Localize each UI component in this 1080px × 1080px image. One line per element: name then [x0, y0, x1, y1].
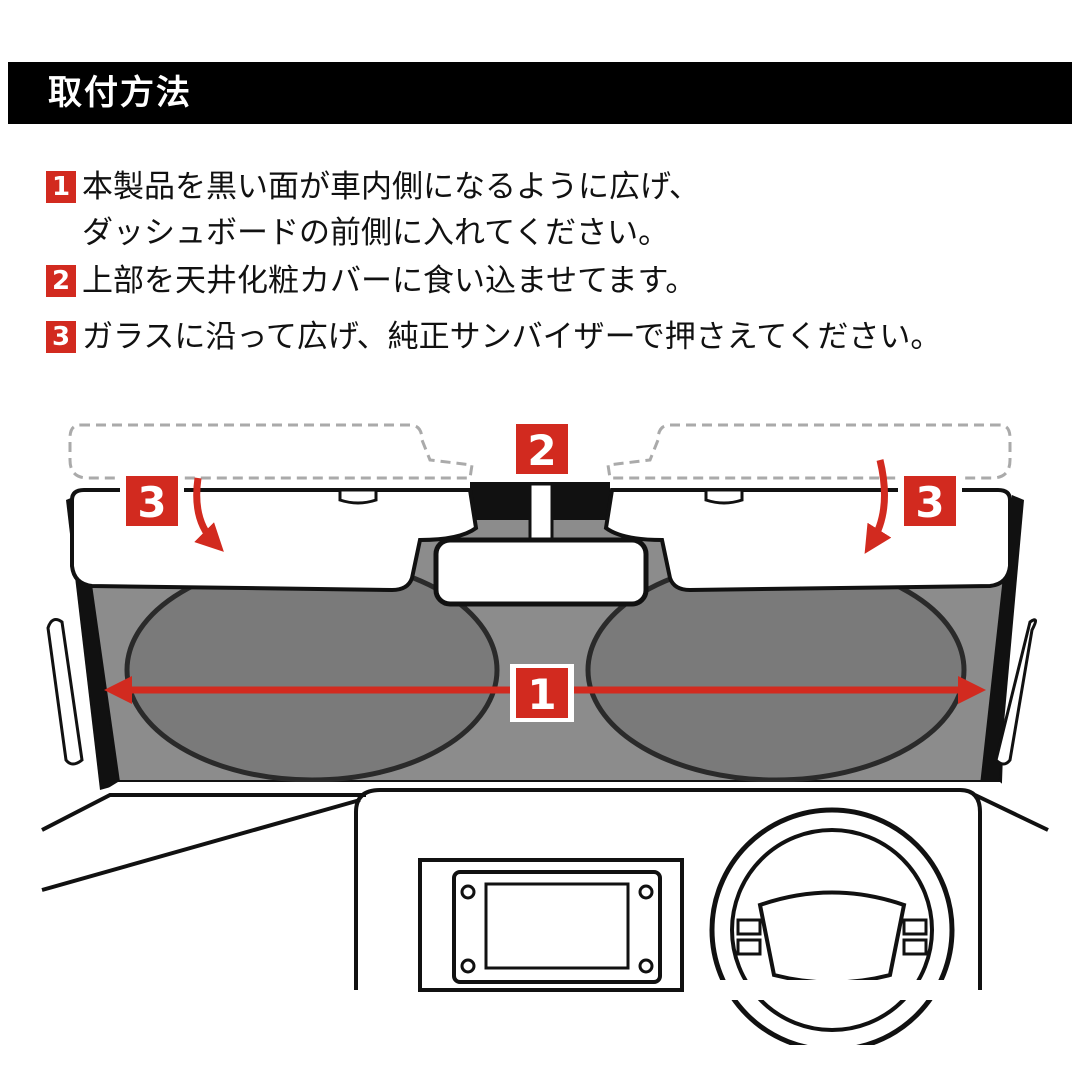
a-pillar-right: [980, 495, 1024, 790]
step-text-continued: ダッシュボードの前側に入れてください。: [82, 215, 670, 251]
badge-step-3-right: 3: [898, 474, 962, 530]
badge-step-2: 2: [516, 424, 568, 475]
console-knob: [460, 958, 476, 974]
step-text: 上部を天井化粧カバーに食い込ませてます。: [82, 263, 697, 299]
step-number-badge: 2: [46, 265, 76, 297]
step-3: 3 ガラスに沿って広げ、純正サンバイザーで押さえてください。: [46, 314, 1066, 360]
step-text: ガラスに沿って広げ、純正サンバイザーで押さえてください。: [82, 319, 942, 355]
visor-original-right: [606, 423, 1012, 480]
installation-diagram: 1 2 3 3: [40, 423, 1055, 1045]
badge-step-3-left: 3: [120, 474, 184, 530]
rearview-mirror-stem: [528, 482, 554, 542]
infotainment-display: [484, 882, 630, 970]
steering-wheel: [700, 807, 964, 1045]
instruction-list: 1 本製品を黒い面が車内側になるように広げ、 ダッシュボードの前側に入れてくださ…: [46, 164, 1066, 360]
fold-arrow-left-icon: [193, 477, 224, 552]
console-knob: [638, 958, 654, 974]
side-mirror-left: [46, 618, 84, 766]
visor-original-left: [68, 423, 474, 480]
dashboard-outline: [41, 793, 1049, 892]
visor-clip-left: [338, 488, 378, 505]
step-text: 本製品を黒い面が車内側になるように広げ、: [82, 169, 700, 205]
svg-text:2: 2: [527, 426, 556, 475]
visor-clip-right: [704, 488, 744, 505]
section-title: 取付方法: [48, 73, 192, 113]
step-number-badge: 1: [46, 171, 76, 203]
rearview-mirror: [433, 537, 649, 607]
svg-text:3: 3: [137, 478, 166, 527]
console-knob: [638, 884, 654, 900]
fold-arrow-right-icon: [864, 459, 892, 554]
section-header: 取付方法: [8, 62, 1072, 124]
step-number-badge: 3: [46, 321, 76, 353]
console-knob: [460, 884, 476, 900]
badge-step-1: 1: [510, 664, 574, 722]
step-2: 2 上部を天井化粧カバーに食い込ませてます。: [46, 258, 1066, 304]
step-1: 1 本製品を黒い面が車内側になるように広げ、 ダッシュボードの前側に入れてくださ…: [46, 164, 1066, 256]
side-mirror-right: [994, 618, 1037, 766]
svg-text:1: 1: [527, 670, 556, 719]
svg-text:3: 3: [915, 478, 944, 527]
dashboard-hood: [354, 788, 982, 990]
